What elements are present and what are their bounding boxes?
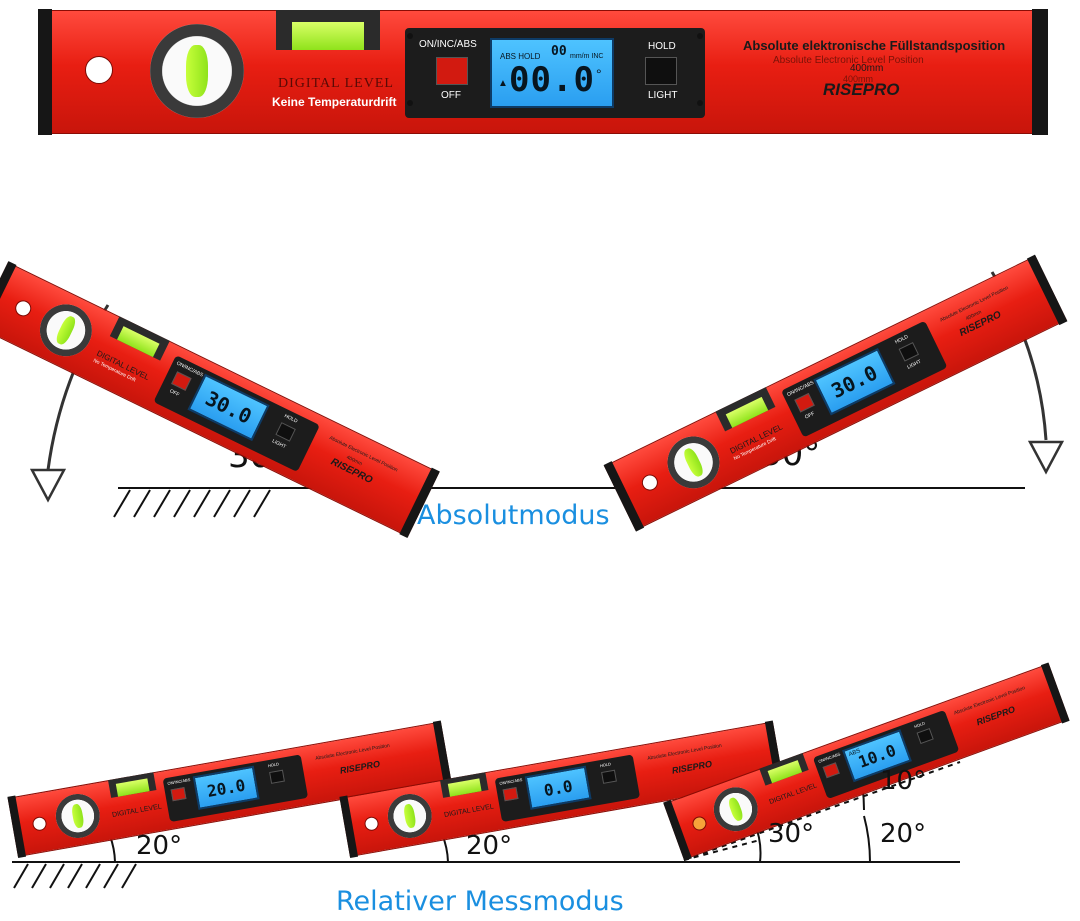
level3-relative-angle-label: 10° xyxy=(880,766,927,796)
relative-mode-caption: Relativer Messmodus xyxy=(336,886,624,917)
lcd-degree: ° xyxy=(596,66,602,82)
ground-hatching xyxy=(13,863,137,889)
ground-hatching xyxy=(113,489,271,518)
lcd-small-value: 00 xyxy=(551,44,567,59)
level3-base-arc xyxy=(863,815,871,863)
product-subtitle: Keine Temperaturdrift xyxy=(272,95,397,109)
size-label: 400mm xyxy=(850,63,884,74)
lcd-mode: ABS HOLD xyxy=(500,52,541,61)
right-arrow-head xyxy=(1027,440,1065,475)
headline-english: Absolute Electronic Level Position xyxy=(773,55,924,66)
level2-angle-label: 20° xyxy=(466,831,513,861)
panel-screw xyxy=(697,33,703,39)
lcd-value: 20.0 xyxy=(205,775,247,801)
round-vial xyxy=(150,24,244,118)
reference-line-dashed xyxy=(683,761,961,861)
brand-logo: RISEPRO xyxy=(823,80,900,99)
power-mode-button[interactable] xyxy=(436,57,468,85)
off-label: OFF xyxy=(441,90,461,101)
hanging-hole xyxy=(85,56,113,84)
lcd-unit: mm/m INC xyxy=(570,53,604,60)
headline-german: Absolute elektronische Füllstandspositio… xyxy=(743,38,1006,53)
level3-total-angle-label: 30° xyxy=(768,819,815,849)
top-vial xyxy=(276,10,380,50)
lcd-value: 0.0 xyxy=(542,775,575,800)
lcd-display: ABS HOLD 00 mm/m INC ▲ 00.0 ° xyxy=(490,38,614,108)
power-mode-button[interactable] xyxy=(502,787,519,802)
left-arrow-head xyxy=(29,468,67,503)
level3-base-angle-label: 20° xyxy=(880,819,927,849)
light-label: LIGHT xyxy=(648,90,678,101)
hold-button[interactable] xyxy=(645,57,677,85)
panel-screw xyxy=(407,100,413,106)
lcd-value: 00.0 xyxy=(509,60,595,100)
hold-button[interactable] xyxy=(269,769,285,784)
reference-line-dashed xyxy=(683,839,761,861)
main-digital-level: DIGITAL LEVEL Keine Temperaturdrift ON/I… xyxy=(38,9,1048,135)
main-level-right-cap xyxy=(1032,9,1048,135)
absolute-mode-caption: Absolutmodus xyxy=(417,500,610,531)
lcd-arrow: ▲ xyxy=(498,78,508,89)
power-mode-button[interactable] xyxy=(170,787,187,802)
size-label-shadow: 400mm xyxy=(843,74,874,84)
product-name: DIGITAL LEVEL xyxy=(278,76,394,91)
hold-button[interactable] xyxy=(601,769,617,784)
hold-label: HOLD xyxy=(648,41,676,52)
main-level-left-cap xyxy=(38,9,52,135)
panel-screw xyxy=(697,100,703,106)
level1-angle-label: 20° xyxy=(136,831,183,861)
on-inc-abs-label: ON/INC/ABS xyxy=(419,39,477,50)
panel-screw xyxy=(407,33,413,39)
